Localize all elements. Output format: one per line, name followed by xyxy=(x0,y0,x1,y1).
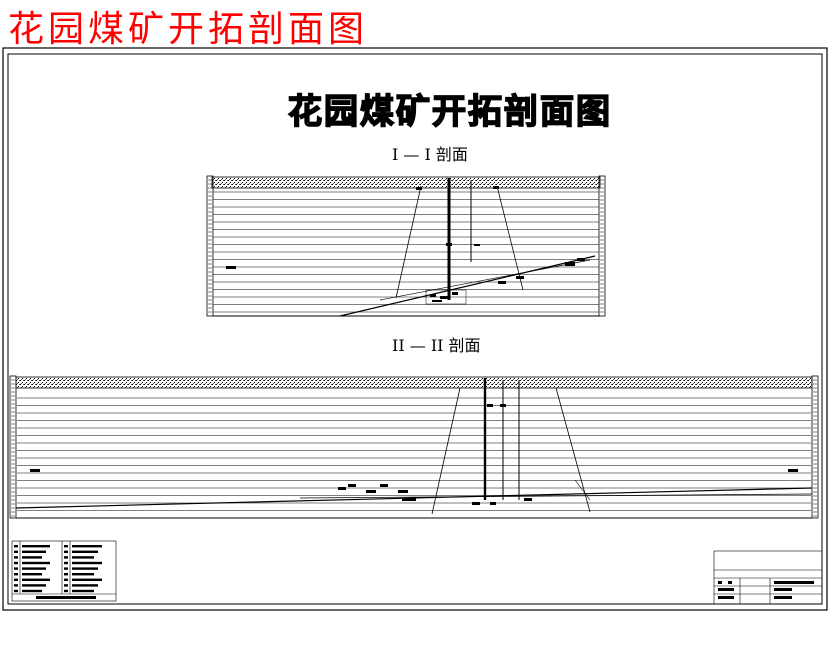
legend-symbol xyxy=(64,589,68,593)
legend-entry xyxy=(72,589,94,593)
section-2-level-lines xyxy=(17,397,811,511)
legend-symbol xyxy=(64,556,68,559)
legend-symbol xyxy=(64,561,68,565)
legend-symbol xyxy=(14,584,18,587)
section-2-surface-strata xyxy=(15,376,813,389)
legend-symbol xyxy=(14,556,18,559)
legend-symbol xyxy=(14,550,18,553)
section-1-elevation-scale xyxy=(208,179,604,313)
legend-symbol xyxy=(14,578,18,581)
legend-symbol xyxy=(64,567,68,570)
legend-symbol xyxy=(14,589,18,593)
section-1-label: I — I 剖面 xyxy=(392,145,468,164)
legend-entry xyxy=(22,561,50,565)
legend-symbol xyxy=(64,584,68,587)
legend-entry xyxy=(72,573,94,576)
legend-entry xyxy=(22,567,46,570)
legend-symbol xyxy=(64,545,68,548)
legend-entry xyxy=(72,545,102,548)
legend-symbol xyxy=(14,573,18,576)
drawing-title: 花园煤矿开拓剖面图 xyxy=(287,91,612,133)
legend-entry xyxy=(72,561,102,565)
legend-entry xyxy=(22,556,42,559)
legend-entry xyxy=(72,556,94,559)
title-block xyxy=(713,550,823,605)
section-1-drawing xyxy=(206,175,606,317)
section-2-drawing xyxy=(9,375,819,519)
legend-entry xyxy=(22,545,50,548)
section-1-coal-seam xyxy=(339,255,596,317)
legend-entry xyxy=(72,550,98,553)
legend-entry xyxy=(72,567,98,570)
section-2-elevation-scale xyxy=(11,379,817,517)
outer-frame xyxy=(2,47,828,611)
legend-entry xyxy=(72,578,102,581)
legend-entry xyxy=(22,578,50,581)
legend-symbol xyxy=(64,578,68,581)
legend-symbol xyxy=(64,573,68,576)
legend-table xyxy=(11,540,117,602)
section-2-label: II — II 剖面 xyxy=(392,336,481,355)
inner-frame xyxy=(7,53,823,605)
legend-entry xyxy=(22,584,46,587)
legend-symbol xyxy=(14,567,18,570)
legend-entry xyxy=(22,589,42,593)
legend-symbol xyxy=(14,545,18,548)
page-title: 花园煤矿开拓剖面图 xyxy=(8,9,369,50)
legend-entry xyxy=(22,573,42,576)
legend-symbol xyxy=(64,550,68,553)
legend-entry xyxy=(22,550,46,553)
section-1-level-lines xyxy=(213,191,599,313)
legend-symbol xyxy=(14,561,18,565)
legend-entry xyxy=(72,584,98,587)
section-1-surface-strata xyxy=(211,176,601,189)
